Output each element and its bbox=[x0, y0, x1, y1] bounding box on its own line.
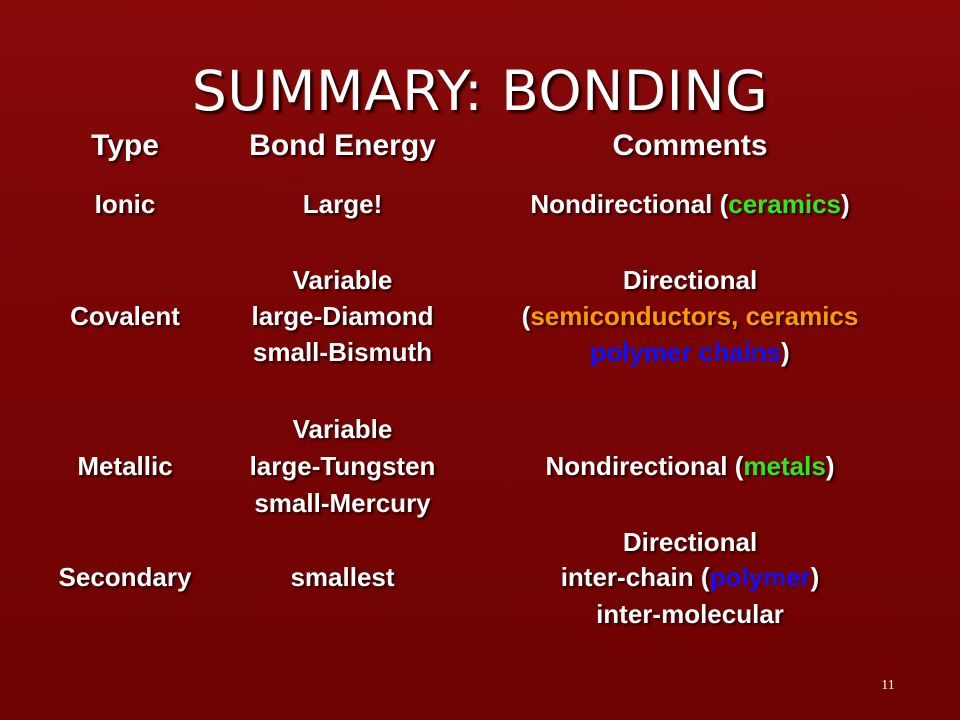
header-comments: Comments bbox=[612, 129, 768, 162]
metallic-energy-line3: small-Mercury bbox=[254, 488, 431, 518]
metallic-energy-line2: large-Tungsten bbox=[249, 451, 436, 481]
secondary-comment-line3: inter-molecular bbox=[596, 599, 784, 629]
ionic-energy: Large! bbox=[302, 189, 383, 219]
slide-title: SUMMARY: BONDING bbox=[191, 59, 769, 123]
covalent-energy-line2: large-Diamond bbox=[251, 301, 434, 331]
secondary-energy: smallest bbox=[290, 562, 395, 592]
covalent-energy-line1: Variable bbox=[292, 265, 393, 295]
metallic-comment-pre: Nondirectional ( bbox=[545, 451, 744, 481]
metallic-comment-highlight: metals bbox=[743, 451, 826, 481]
secondary-comment-line2: inter-chain (polymer) bbox=[470, 559, 910, 595]
secondary-comment-line1: Directional bbox=[622, 527, 758, 557]
metallic-energy-line1: Variable bbox=[292, 414, 393, 444]
metallic-type: Metallic bbox=[77, 451, 173, 481]
header-type: Type bbox=[91, 129, 159, 162]
covalent-comment-line3-highlight: polymer chains bbox=[590, 337, 782, 367]
secondary-comment-line2-pre: inter-chain ( bbox=[560, 562, 710, 592]
ionic-comment-pre: Nondirectional ( bbox=[530, 189, 729, 219]
slide-number: 11 bbox=[881, 678, 895, 693]
metallic-comment-post: ) bbox=[825, 451, 835, 481]
ionic-type: Ionic bbox=[94, 189, 156, 219]
covalent-comment-line1: Directional bbox=[622, 265, 758, 295]
covalent-comment-line2-pre: ( bbox=[521, 301, 531, 331]
covalent-comment-line3-post: ) bbox=[781, 337, 790, 367]
secondary-comment-line2-post: ) bbox=[810, 562, 820, 592]
covalent-comment-line3: polymer chains) bbox=[470, 334, 910, 370]
covalent-type: Covalent bbox=[70, 301, 180, 331]
covalent-comment-line2-highlight: semiconductors, ceramics bbox=[530, 301, 859, 331]
covalent-energy-line3: small-Bismuth bbox=[252, 337, 433, 367]
secondary-comment-line2-highlight: polymer bbox=[709, 562, 811, 592]
ionic-comment-highlight: ceramics bbox=[728, 189, 841, 219]
covalent-comment-line2: (semiconductors, ceramics bbox=[470, 298, 910, 334]
header-bond-energy: Bond Energy bbox=[249, 129, 436, 162]
secondary-type: Secondary bbox=[58, 562, 192, 592]
ionic-comment: Nondirectional (ceramics) bbox=[470, 186, 910, 222]
ionic-comment-post: ) bbox=[841, 189, 850, 219]
metallic-comment: Nondirectional (metals) bbox=[470, 448, 910, 484]
